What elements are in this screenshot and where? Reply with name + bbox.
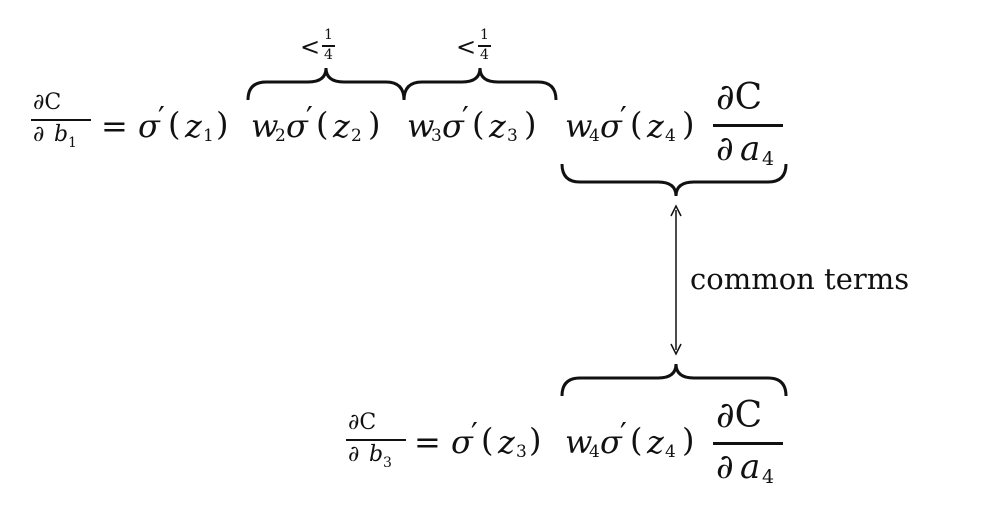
eq2-paren-close-4: ) xyxy=(682,421,695,459)
eq1-w3-subscript: 3 xyxy=(431,126,442,146)
eq1-frac-den-partial: ∂ xyxy=(716,129,734,169)
eq2-frac-bar xyxy=(713,442,783,445)
eq2-lhs-den-partial: ∂ xyxy=(348,442,360,467)
eq1-lhs-numerator: ∂C xyxy=(33,90,62,115)
brace2-less-than: < xyxy=(456,33,477,61)
eq2-sigma-1: σ xyxy=(451,423,473,461)
eq1-frac-den-subscript: 4 xyxy=(762,148,775,170)
eq2-lhs-fraction-bar xyxy=(346,439,406,441)
eq2-w4-subscript: 4 xyxy=(589,442,600,462)
brace1-less-than: < xyxy=(300,33,321,61)
eq2-paren-open-1: ( xyxy=(481,421,494,459)
eq1-frac-numerator: ∂C xyxy=(716,77,763,118)
brace2-quarter-bar xyxy=(478,45,491,47)
eq1-z-1: z xyxy=(185,107,202,145)
brace1-quarter-bar xyxy=(322,45,335,47)
eq2-w-4: w xyxy=(565,423,593,461)
eq2-frac-den-subscript: 4 xyxy=(762,466,775,488)
eq1-paren-close-3: ) xyxy=(524,105,537,143)
eq2-lhs-numerator: ∂C xyxy=(348,410,377,435)
arrow-head-up-icon xyxy=(670,204,682,217)
eq1-prime-4: ′ xyxy=(620,101,627,136)
eq1-lhs-fraction-bar xyxy=(31,119,91,121)
brace1-quarter-den: 4 xyxy=(324,47,333,63)
arrow-head-down-icon xyxy=(670,343,682,356)
eq1-w-3: w xyxy=(407,107,435,145)
eq1-z-3: z xyxy=(489,107,506,145)
eq1-z-2: z xyxy=(333,107,350,145)
brace2-quarter-den: 4 xyxy=(480,47,489,63)
eq2-sigma-4: σ xyxy=(600,423,622,461)
eq1-prime-3: ′ xyxy=(462,101,469,136)
eq2-prime-1: ′ xyxy=(471,417,478,452)
eq1-paren-open-4: ( xyxy=(630,105,643,143)
eq1-w-2: w xyxy=(251,107,279,145)
eq2-z-4: z xyxy=(647,423,664,461)
overbrace-w2-term xyxy=(246,67,406,101)
eq1-z2-subscript: 2 xyxy=(351,126,362,146)
eq1-sigma-3: σ xyxy=(442,107,464,145)
eq1-equals: = xyxy=(101,107,128,145)
eq1-w-4: w xyxy=(565,107,593,145)
eq1-w2-subscript: 2 xyxy=(275,126,286,146)
eq1-z1-subscript: 1 xyxy=(203,126,214,146)
eq1-paren-open-3: ( xyxy=(472,105,485,143)
eq1-paren-open-2: ( xyxy=(316,105,329,143)
eq1-paren-close-1: ) xyxy=(216,105,229,143)
eq1-prime-2: ′ xyxy=(306,101,313,136)
eq1-lhs-den-subscript: 1 xyxy=(68,135,77,151)
eq2-lhs-den-b: b xyxy=(369,442,384,467)
common-terms-label: common terms xyxy=(690,262,910,296)
eq2-z3-subscript: 3 xyxy=(516,442,527,462)
eq2-prime-4: ′ xyxy=(620,417,627,452)
eq1-lhs-den-partial: ∂ xyxy=(33,122,45,147)
eq1-paren-close-2: ) xyxy=(368,105,381,143)
eq2-equals: = xyxy=(414,423,441,461)
eq2-paren-close-1: ) xyxy=(529,421,542,459)
eq1-paren-close-4: ) xyxy=(682,105,695,143)
eq1-z-4: z xyxy=(647,107,664,145)
brace1-quarter-num: 1 xyxy=(324,27,333,43)
underbrace-common-terms xyxy=(560,163,788,197)
eq1-sigma-1: σ xyxy=(138,107,160,145)
eq1-z4-subscript: 4 xyxy=(665,126,676,146)
eq1-sigma-2: σ xyxy=(286,107,308,145)
overbrace-common-terms xyxy=(560,363,788,397)
eq2-z4-subscript: 4 xyxy=(665,442,676,462)
eq1-lhs-den-b: b xyxy=(54,122,69,147)
brace2-quarter-num: 1 xyxy=(480,27,489,43)
eq1-frac-den-a: a xyxy=(740,129,761,169)
eq2-frac-den-a: a xyxy=(740,447,761,487)
eq1-sigma-4: σ xyxy=(600,107,622,145)
eq1-frac-bar xyxy=(713,124,783,127)
eq1-z3-subscript: 3 xyxy=(507,126,518,146)
eq2-paren-open-4: ( xyxy=(630,421,643,459)
eq2-frac-numerator: ∂C xyxy=(716,395,763,436)
eq2-z-1: z xyxy=(498,423,515,461)
eq2-lhs-den-subscript: 3 xyxy=(383,455,392,471)
eq2-frac-den-partial: ∂ xyxy=(716,447,734,487)
eq1-prime-1: ′ xyxy=(158,101,165,136)
eq1-w4-subscript: 4 xyxy=(589,126,600,146)
eq1-paren-open-1: ( xyxy=(168,105,181,143)
overbrace-w3-term xyxy=(402,67,558,101)
